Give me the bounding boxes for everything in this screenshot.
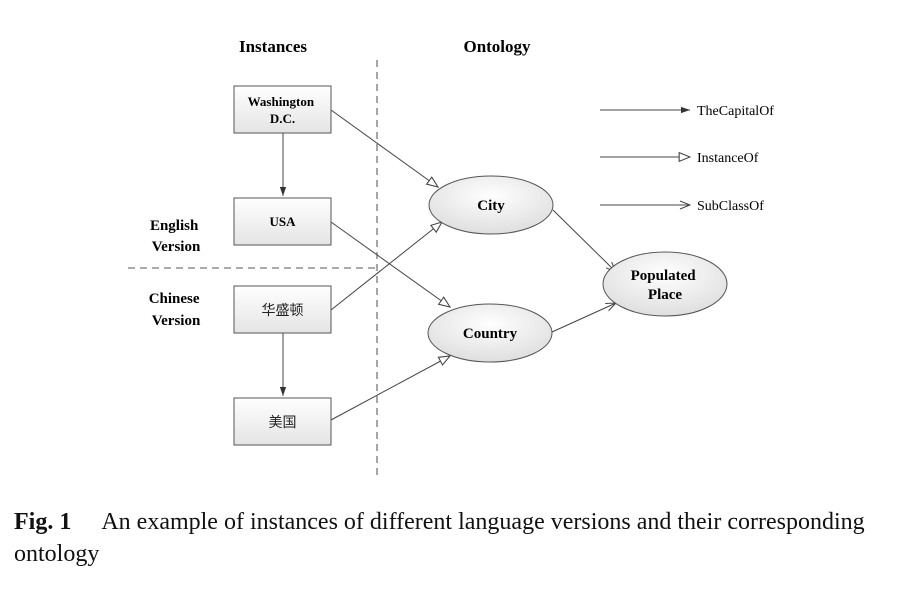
legend-instanceof-label: InstanceOf [697,151,759,166]
svg-text:Washington D.C.: Washington D.C. [248,94,318,126]
instance-washington: Washington D.C. [233,85,332,134]
instance-meiguo: 美国 [233,397,332,446]
instances-header: Instances [239,37,307,56]
ontology-diagram: Instances Ontology English Version Chine… [128,37,774,478]
svg-text:华盛顿: 华盛顿 [262,303,304,319]
svg-text:美国: 美国 [269,415,297,431]
class-populated-place: Populated Place [602,251,728,317]
legend-capitalof-label: TheCapitalOf [697,104,774,119]
edge-city-subclassof-populated-place [552,209,616,272]
edge-washington-instanceof-city [330,109,438,187]
legend-subclassof-label: SubClassOf [697,199,764,214]
svg-text:USA: USA [269,214,296,229]
figure-caption-text: An example of instances of different lan… [14,509,865,567]
instance-huashengdun: 华盛顿 [233,285,332,334]
class-country: Country [427,303,553,363]
edge-usa-instanceof-country [330,221,450,307]
edge-huashengdun-instanceof-city [330,222,442,311]
svg-text:City: City [477,198,505,214]
class-city: City [428,175,554,235]
instance-usa: USA [233,197,332,246]
svg-text:Populated Place: Populated Place [631,268,700,303]
english-version-label: English Version [150,218,202,255]
legend: TheCapitalOf InstanceOf SubClassOf [600,104,774,214]
ontology-header: Ontology [463,37,531,56]
svg-text:Country: Country [463,326,518,342]
chinese-version-label: Chinese Version [149,291,204,329]
edge-meiguo-instanceof-country [330,356,450,421]
figure-label: Fig. 1 [14,509,72,535]
edge-country-subclassof-populated-place [551,303,616,333]
